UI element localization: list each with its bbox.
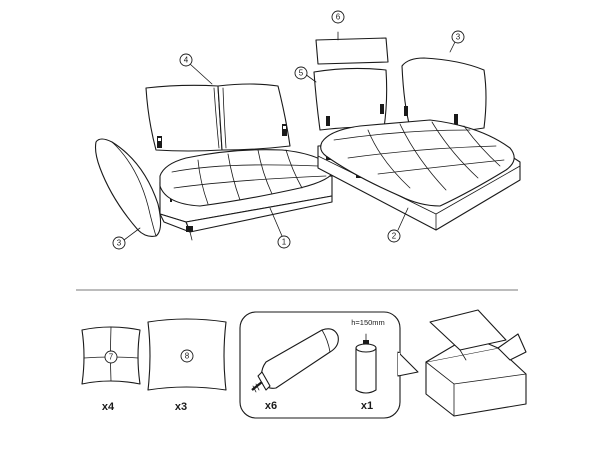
part-number-7: 7 (109, 353, 114, 362)
large-pillow-quantity: x3 (175, 401, 187, 413)
part-number-5: 5 (299, 69, 304, 78)
part-number-3-left: 3 (117, 239, 122, 248)
part-number-8: 8 (185, 352, 190, 361)
center-leg-quantity: x1 (361, 400, 373, 412)
large-pillow: 8 x3 (147, 318, 227, 413)
tapered-leg: x6 (251, 328, 339, 412)
part-number-2: 2 (392, 232, 397, 241)
legs-panel: x6 h=150mm x1 (239, 311, 419, 419)
back-cushion-double: 4 (145, 53, 291, 152)
part-number-4: 4 (184, 56, 189, 65)
corner-back-panel: 5 (294, 66, 388, 131)
seat-module: 1 (159, 149, 335, 249)
packaging-box (425, 309, 527, 417)
center-leg: h=150mm x1 (351, 318, 385, 412)
small-pillow: 7 x4 (81, 326, 141, 413)
small-pillow-quantity: x4 (102, 401, 115, 413)
armrest-cushion-right: 3 (401, 30, 487, 135)
part-number-3-right: 3 (456, 33, 461, 42)
headrest-small: 6 (315, 10, 389, 65)
part-number-1: 1 (282, 238, 287, 247)
armrest-cushion-left: 3 (94, 138, 162, 250)
leg-quantity: x6 (265, 400, 277, 412)
center-leg-height: h=150mm (351, 318, 385, 327)
corner-seat-module: 2 (317, 119, 521, 243)
part-number-6: 6 (336, 13, 341, 22)
